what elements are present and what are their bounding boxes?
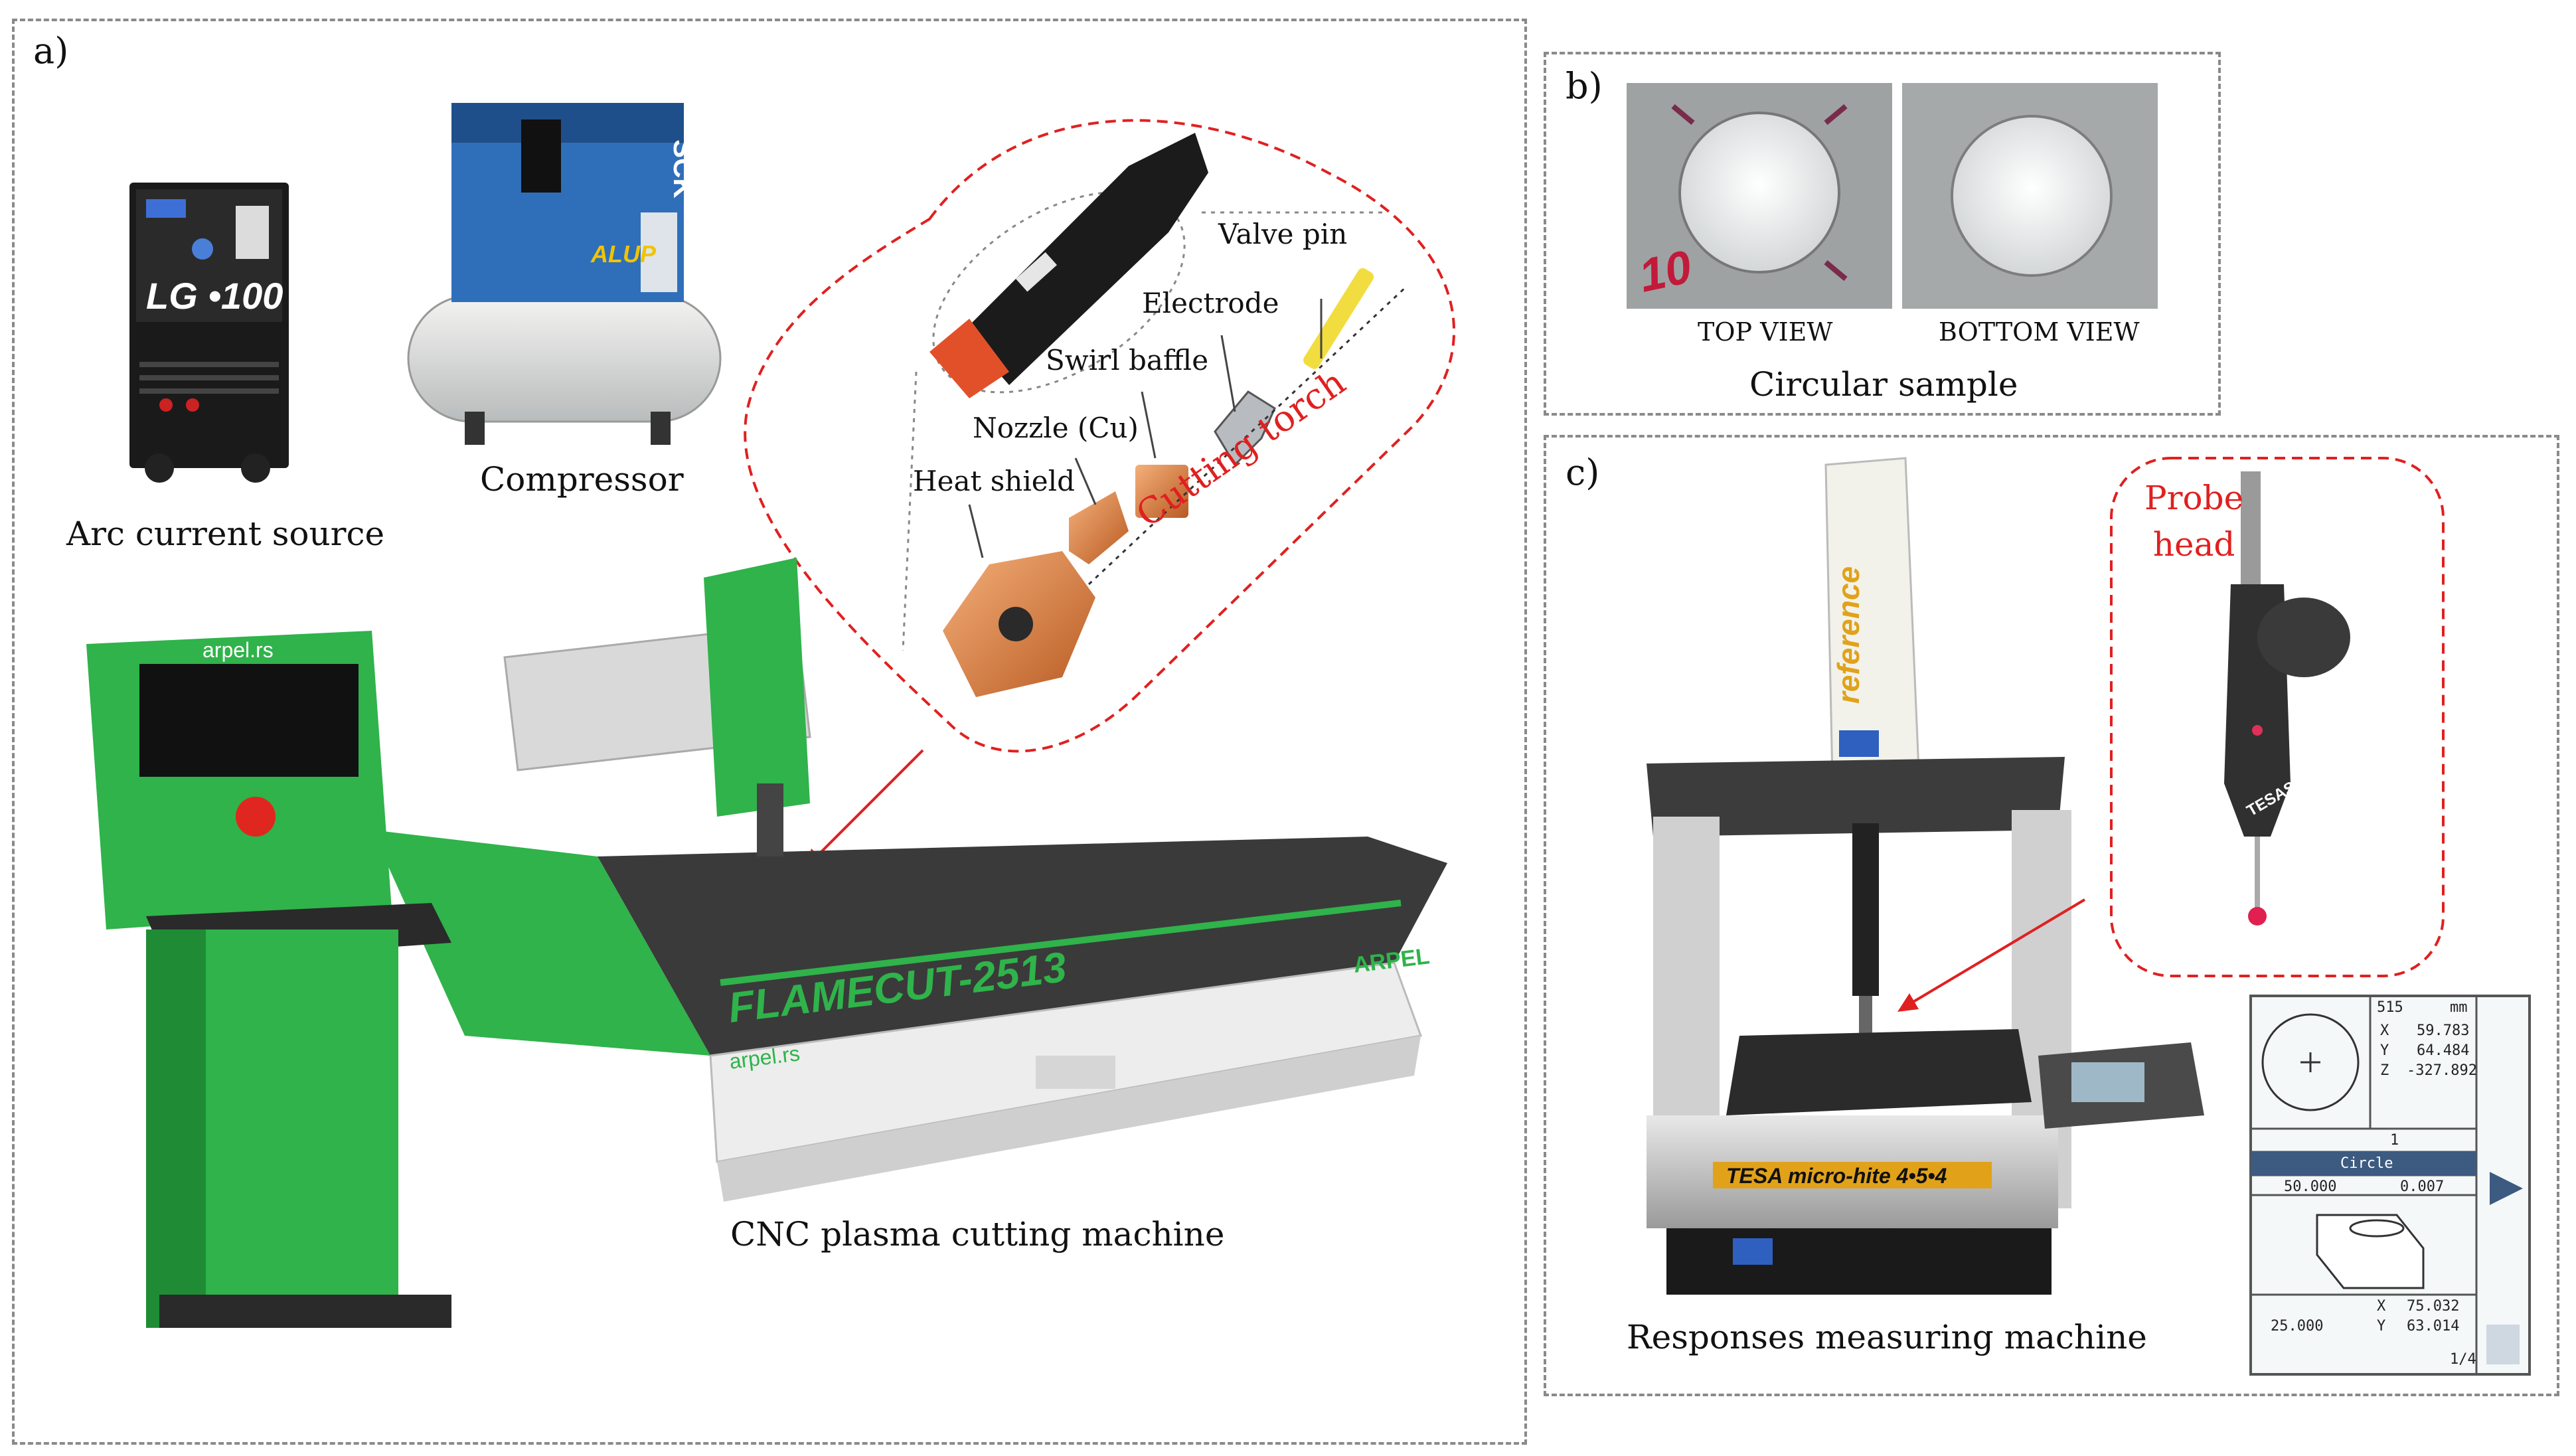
bottom-view-photo xyxy=(1902,83,2158,309)
electrode-label: Electrode xyxy=(1142,287,1279,319)
cnc-machine xyxy=(86,558,1447,1328)
probe-pointer-arrow xyxy=(1911,898,2086,1004)
swirl-baffle-label: Swirl baffle xyxy=(1046,344,1209,376)
zoom-guide-lines xyxy=(902,211,1388,651)
compressor-side-brand: SCK xyxy=(668,139,699,199)
cnc-machine-caption: CNC plasma cutting machine xyxy=(730,1215,1225,1254)
screen-shape: Circle xyxy=(2340,1155,2393,1172)
screen-diameter: 50.000 xyxy=(2284,1178,2337,1195)
nozzle-part xyxy=(1069,491,1129,564)
valve-pin-label: Valve pin xyxy=(1218,218,1348,250)
measurement-screen xyxy=(2249,995,2531,1376)
screen-r-value: 25.000 xyxy=(2271,1318,2324,1335)
screen-y2-label: Y xyxy=(2377,1318,2386,1335)
arc-current-source-caption: Arc current source xyxy=(66,515,385,553)
torch-body xyxy=(929,133,1208,398)
screen-x-value: 59.783 xyxy=(2417,1022,2470,1039)
heat-shield-part xyxy=(943,551,1095,697)
screen-one: 1 xyxy=(2390,1132,2399,1149)
valve-pin-part xyxy=(1303,268,1374,369)
screen-page: 1/4 xyxy=(2450,1351,2476,1368)
torch-assembly-axis xyxy=(1087,284,1409,586)
screen-header: 515 xyxy=(2377,999,2403,1016)
circular-sample-caption: Circular sample xyxy=(1749,365,2018,404)
top-view-photo xyxy=(1627,83,1892,309)
panel-b xyxy=(1544,52,2221,416)
probe-pointer-arrowhead xyxy=(1897,993,1919,1012)
arc-current-source xyxy=(129,183,289,483)
electrode-part xyxy=(1214,390,1276,467)
probe-callout-outline xyxy=(2110,457,2445,977)
arc-source-model: LG •100 xyxy=(146,275,283,317)
screen-x-label: X xyxy=(2380,1022,2389,1039)
cmm-column-brand: reference xyxy=(1831,566,1866,704)
screen-x2-label: X xyxy=(2377,1298,2386,1315)
heat-shield-label: Heat shield xyxy=(913,465,1075,497)
probe-head-title: Probe head xyxy=(2144,479,2244,564)
screen-y2-value: 63.014 xyxy=(2407,1318,2460,1335)
panel-b-label: b) xyxy=(1566,65,1603,107)
sample-mark: 10 xyxy=(1635,240,1696,301)
cmm-caption: Responses measuring machine xyxy=(1627,1318,2147,1356)
panel-c xyxy=(1544,435,2559,1396)
swirl-baffle-part xyxy=(1135,465,1188,518)
panel-c-label: c) xyxy=(1566,451,1600,493)
compressor-caption: Compressor xyxy=(480,460,684,499)
screen-y-label: Y xyxy=(2380,1042,2389,1059)
screen-tolerance: 0.007 xyxy=(2400,1178,2445,1195)
screen-z-value: -327.892 xyxy=(2407,1062,2477,1079)
bottom-view-label: BOTTOM VIEW xyxy=(1939,317,2140,347)
torch-callout-outline xyxy=(744,119,1455,753)
probe-head-image xyxy=(2224,471,2350,926)
screen-z-label: Z xyxy=(2380,1062,2389,1079)
top-view-label: TOP VIEW xyxy=(1698,317,1833,347)
cnc-kiosk-brand: arpel.rs xyxy=(202,638,274,662)
compressor-brand: ALUP xyxy=(590,240,657,268)
screen-y-value: 64.484 xyxy=(2417,1042,2470,1059)
screen-unit: mm xyxy=(2450,999,2468,1016)
torch-leader-lines xyxy=(968,299,1323,558)
panel-a xyxy=(12,19,1527,1445)
cmm-base-brand: TESA micro-hite 4•5•4 xyxy=(1726,1164,1947,1188)
torch-pointer-arrow xyxy=(815,749,924,858)
panel-a-label: a) xyxy=(33,30,69,72)
nozzle-label: Nozzle (Cu) xyxy=(973,412,1139,444)
screen-x2-value: 75.032 xyxy=(2407,1298,2460,1315)
compressor xyxy=(407,103,722,445)
cmm-machine xyxy=(1647,457,2204,1295)
